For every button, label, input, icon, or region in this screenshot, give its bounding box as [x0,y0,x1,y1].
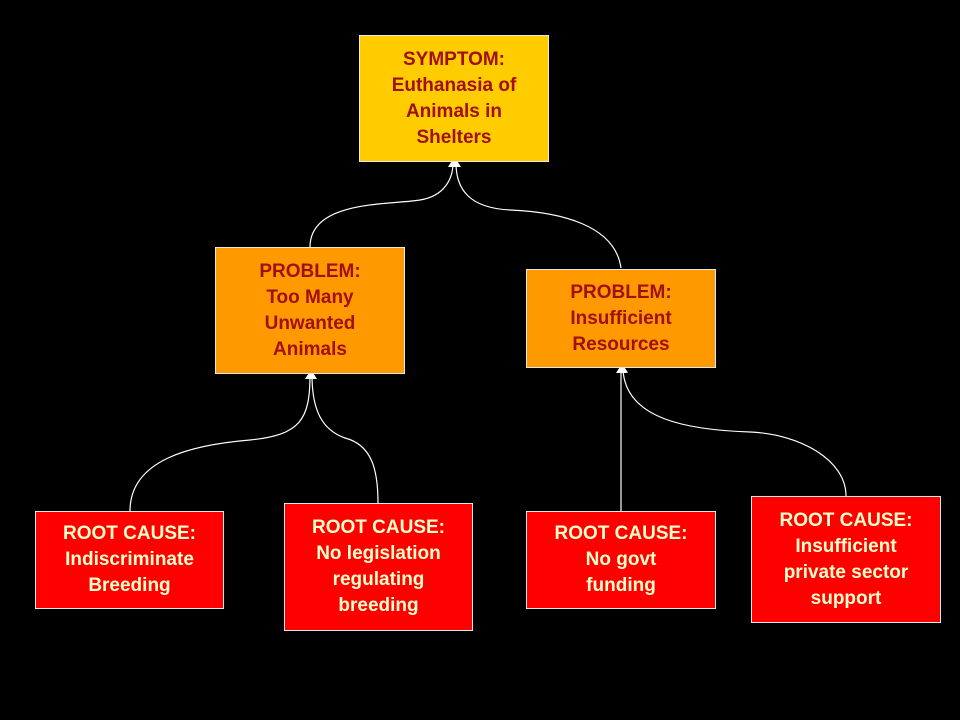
connector-root1-to-problem1 [129,371,315,512]
root-cause-text-line: support [810,587,882,609]
problem-box-insufficient-resources: PROBLEM: Insufficient Resources [526,269,716,368]
root-cause-text-line: regulating [332,569,425,590]
problem-text-line: Too Many [266,286,354,308]
root-cause-label: ROOT CAUSE: [554,523,688,544]
root-cause-text-line: No legislation [316,543,441,564]
symptom-text-line: Animals in [405,100,503,122]
problem-text-line: Resources [572,333,670,355]
root-cause-text-line: Indiscriminate [65,549,194,570]
symptom-box: SYMPTOM: Euthanasia of Animals in Shelte… [359,35,549,162]
connector-root4-to-problem2 [618,365,847,497]
root-cause-box-private-sector: ROOT CAUSE: Insufficient private sector … [751,496,941,623]
root-cause-box-indiscriminate-breeding: ROOT CAUSE: Indiscriminate Breeding [35,511,224,609]
connector-root2-to-problem1 [307,371,379,504]
root-cause-text-line: Insufficient [795,535,897,557]
root-cause-box-no-legislation: ROOT CAUSE: No legislation regulating br… [284,503,473,631]
root-cause-text-line: funding [586,575,656,596]
problem-text-line: Animals [273,338,347,360]
root-cause-text-line: Breeding [88,575,171,596]
symptom-text-line: Shelters [416,126,492,148]
symptom-text-line: Euthanasia of [391,74,517,96]
problem-label: PROBLEM: [570,281,672,303]
problem-text-line: Insufficient [570,307,672,329]
problem-box-unwanted-animals: PROBLEM: Too Many Unwanted Animals [215,247,405,374]
problem-label: PROBLEM: [259,260,361,282]
connector-problem1-to-symptom [309,159,458,248]
root-cause-label: ROOT CAUSE: [63,523,196,544]
root-cause-box-no-govt-funding: ROOT CAUSE: No govt funding [526,511,716,609]
connector-problem2-to-symptom [451,159,622,269]
root-cause-text-line: private sector [783,561,909,583]
root-cause-label: ROOT CAUSE: [312,517,445,538]
symptom-label: SYMPTOM: [402,48,506,70]
problem-text-line: Unwanted [264,312,356,334]
root-cause-label: ROOT CAUSE: [779,509,913,531]
root-cause-text-line: breeding [338,595,419,616]
root-cause-text-line: No govt [585,549,657,570]
